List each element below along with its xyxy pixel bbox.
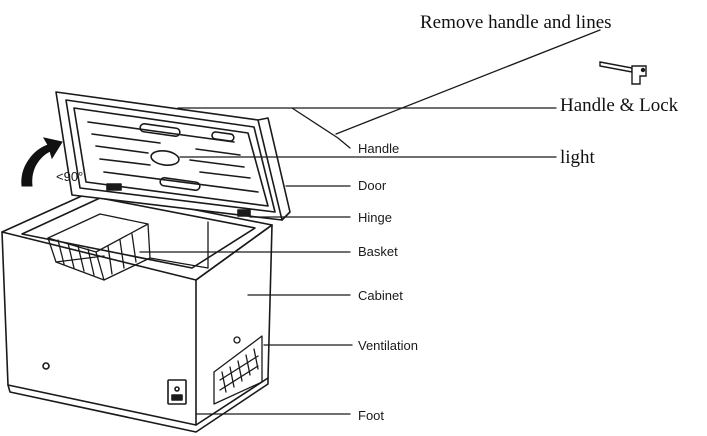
part-label-ventilation: Ventilation [358,338,418,353]
part-label-cabinet: Cabinet [358,288,403,303]
part-label-handle: Handle [358,141,400,156]
open-arrow-icon [21,137,63,187]
ventilation-grille [213,335,263,405]
leader-handle [177,107,351,149]
power-socket [167,379,187,405]
handle-lock-part-icon [599,61,647,85]
remove-note: Remove handle and lines [420,12,612,33]
leader-remove [335,29,601,135]
basket [47,213,209,281]
angle-label: <90° [56,169,84,184]
part-label-hinge: Hinge [358,210,392,225]
light-label: light [560,147,595,168]
part-label-basket: Basket [358,244,398,259]
part-label-foot: Foot [358,408,385,423]
part-label-door: Door [358,178,387,193]
door-lid [55,91,291,221]
leader-lines [139,29,601,415]
handle-lock-label: Handle & Lock [560,95,679,116]
